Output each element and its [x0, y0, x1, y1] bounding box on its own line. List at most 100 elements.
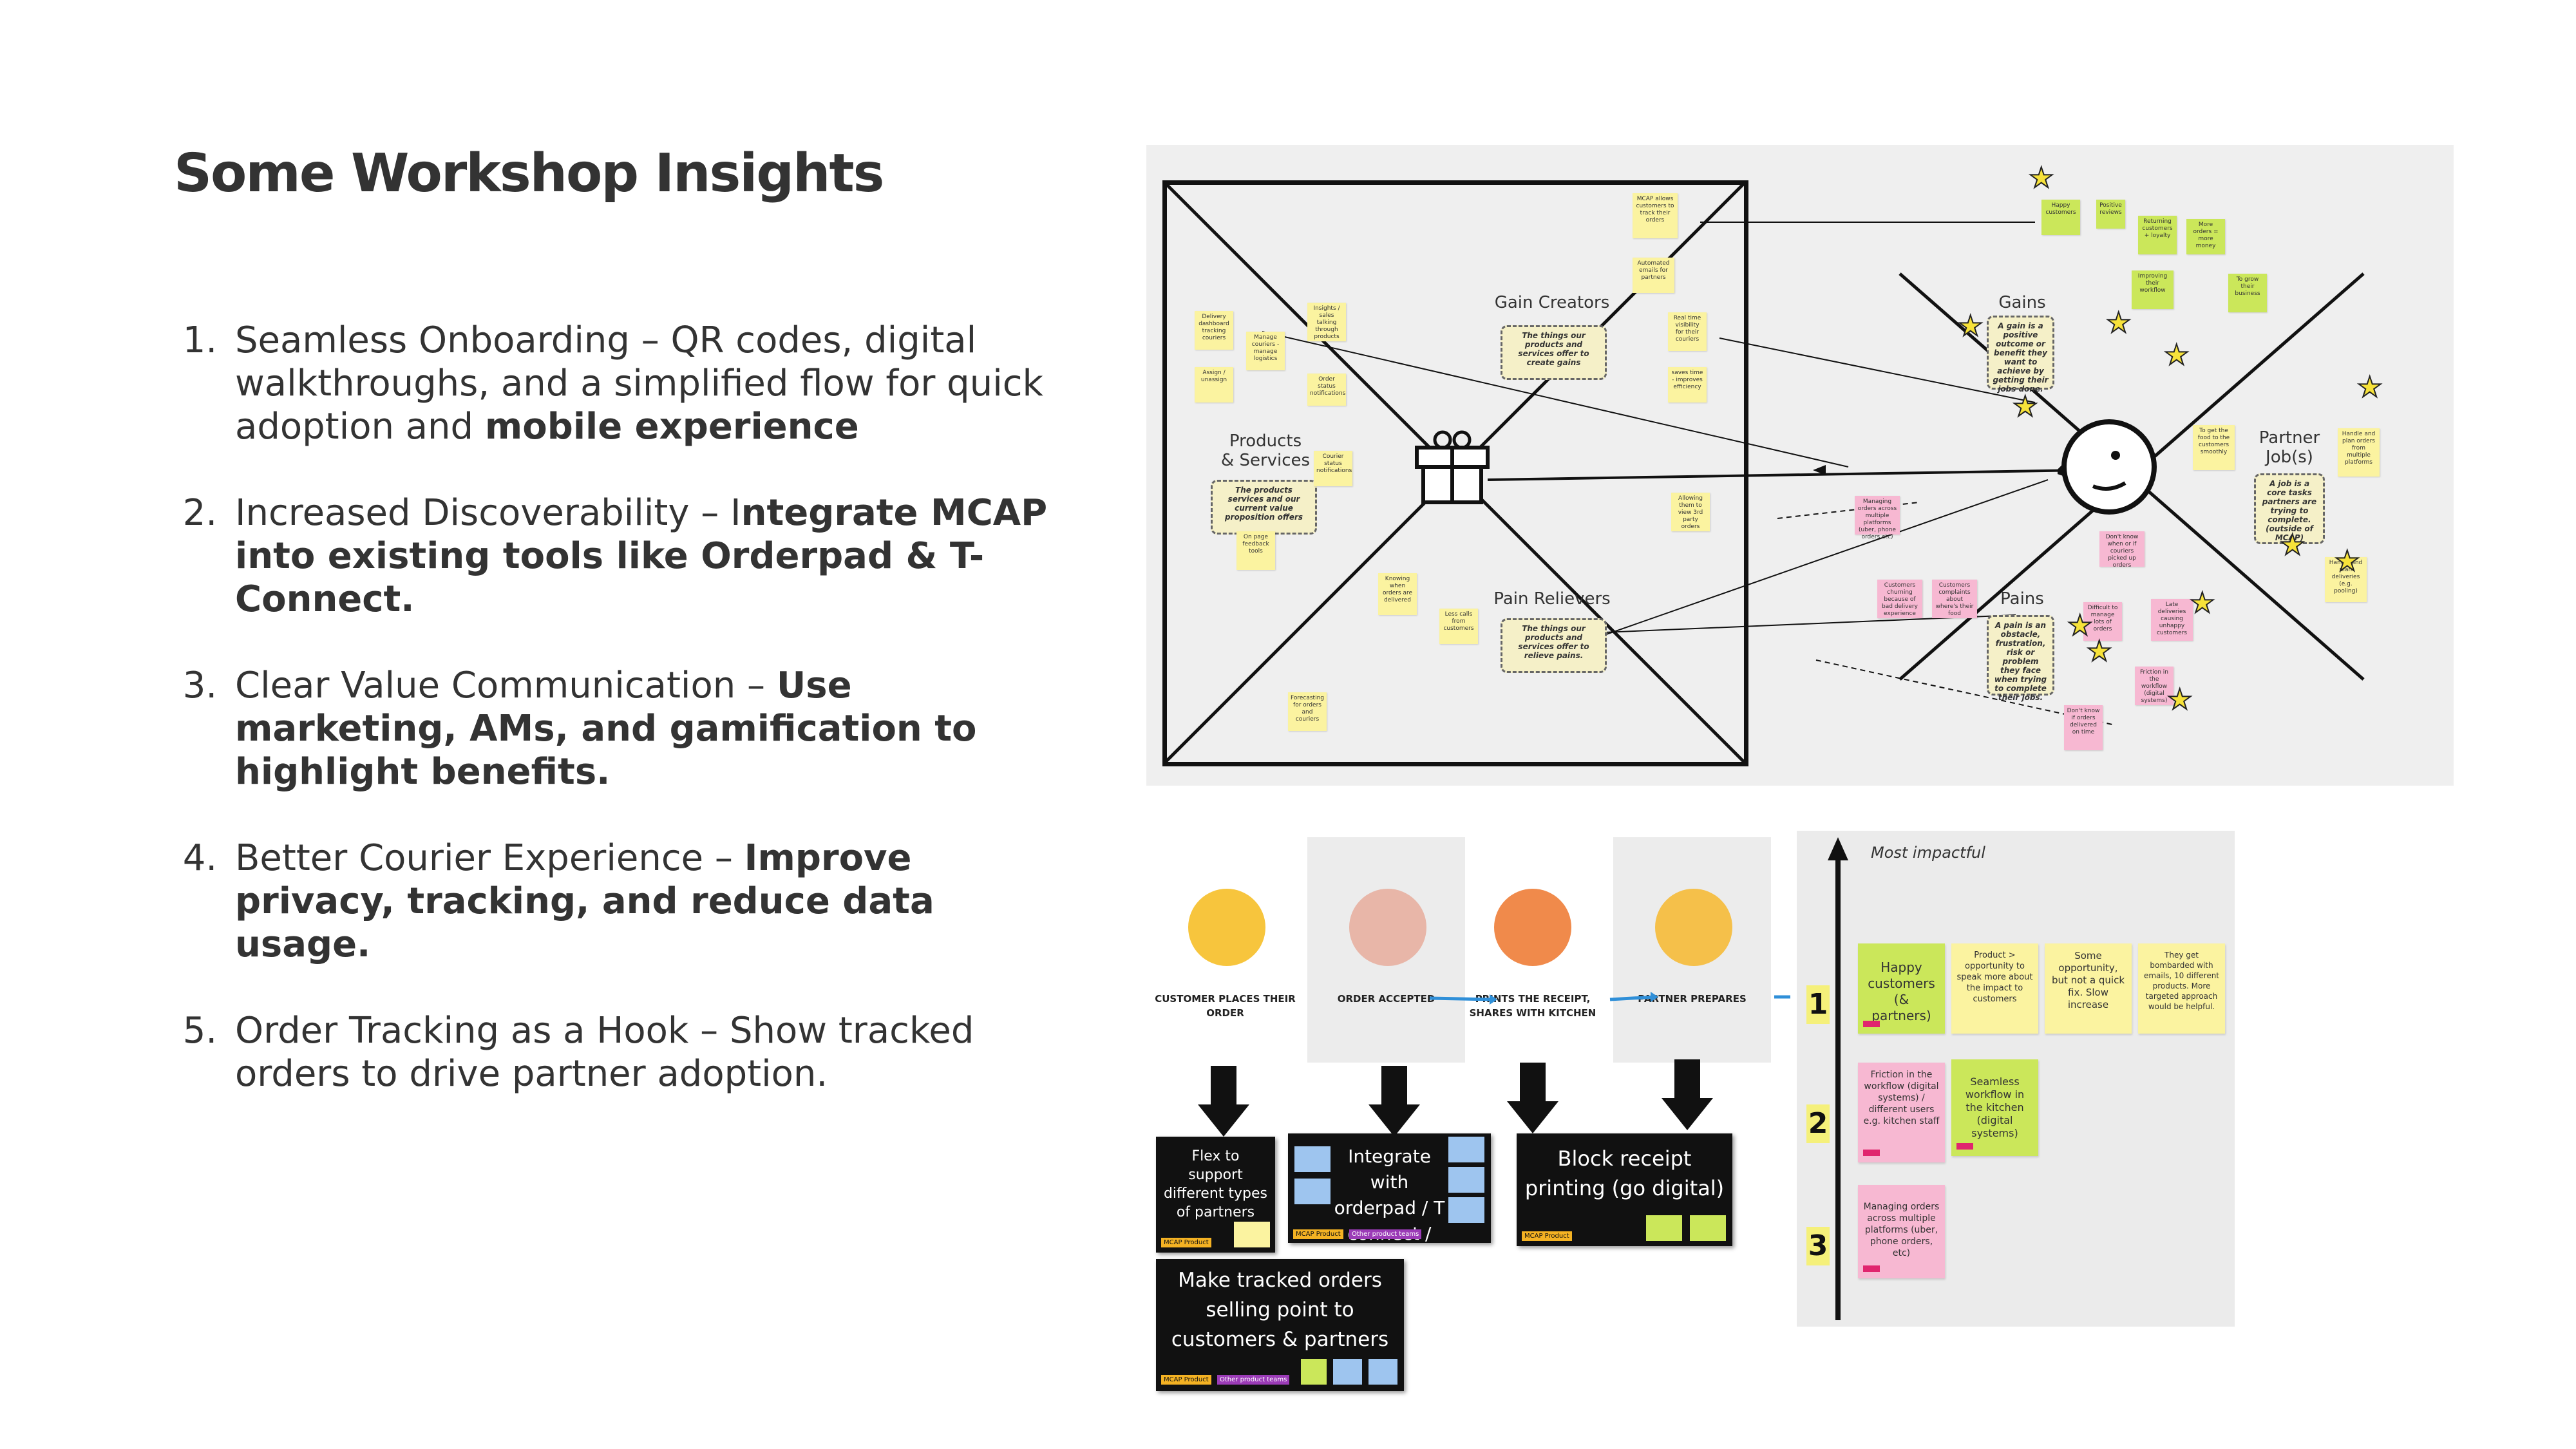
mcap-product-tag: MCAP Product — [1522, 1231, 1572, 1241]
insight-item: Order Tracking as a Hook – Show tracked … — [229, 1009, 1066, 1095]
stage-label: CUSTOMER PLACES THEIR ORDER — [1155, 993, 1296, 1019]
star-icon: ★ — [2279, 529, 2306, 562]
sticky-note: Positive reviews — [2096, 200, 2125, 229]
sticky-note: Managing orders across multiple platform… — [1855, 496, 1900, 540]
receipt-printer-icon — [1494, 889, 1571, 966]
insight-bold: mobile experience — [484, 406, 859, 448]
impact-sticky-text: Happy customers (& partners) — [1868, 960, 1935, 1023]
idea-card: Block receipt printing (go digital) MCAP… — [1517, 1133, 1732, 1246]
sticky-note: Friction in the workflow (digital system… — [2135, 667, 2174, 705]
insight-item: Clear Value Communication – Use marketin… — [229, 664, 1066, 793]
star-icon: ★ — [2334, 545, 2360, 578]
gift-icon — [1415, 430, 1490, 504]
insight-text: Increased Discoverability – I — [235, 492, 741, 534]
impact-sticky: Friction in the workflow (digital system… — [1858, 1063, 1945, 1162]
journey-stage: PARTNER PREPARES — [1613, 837, 1771, 1063]
sticky-note: Manage couriers - manage logistics — [1246, 332, 1285, 370]
chef-illustration-icon — [1655, 889, 1732, 966]
products-note: The products services and our current va… — [1211, 480, 1317, 535]
stage-label: PARTNER PREPARES — [1638, 993, 1747, 1005]
journey-board: CUSTOMER PLACES THEIR ORDER ORDER ACCEPT… — [1146, 837, 1790, 1417]
down-arrow-icon — [1662, 1059, 1713, 1130]
sticky-note: Difficult to manage lots of orders — [2083, 602, 2122, 641]
flow-arrows — [1429, 992, 1790, 1005]
mini-sticky — [1448, 1167, 1484, 1193]
impact-axis — [1835, 857, 1841, 1320]
down-arrow-icon — [1198, 1066, 1249, 1137]
sticky-note: To grow their business — [2228, 274, 2267, 312]
star-icon: ★ — [2163, 339, 2190, 372]
star-icon: ★ — [2356, 371, 2383, 404]
gains-note: A gain is a positive outcome or benefit … — [1987, 316, 2054, 393]
stage-label: ORDER ACCEPTED — [1337, 993, 1435, 1005]
mini-sticky — [1448, 1197, 1484, 1223]
sticky-note: More orders = more money — [2186, 219, 2225, 254]
person-illustration-icon — [1188, 889, 1265, 966]
most-impactful-label: Most impactful — [1871, 844, 1985, 862]
mcap-product-tag: MCAP Product — [1161, 1238, 1211, 1247]
pains-label: Pains — [2000, 589, 2044, 609]
mini-sticky — [1333, 1359, 1362, 1385]
insight-text: Better Courier Experience – — [235, 837, 744, 879]
impact-sticky: They get bombarded with emails, 10 diffe… — [2138, 943, 2225, 1034]
impact-sticky: Managing orders across multiple platform… — [1858, 1185, 1945, 1278]
insight-bold: Use marketing, AMs, and gamification to … — [235, 665, 977, 793]
mini-sticky — [1234, 1222, 1270, 1247]
star-icon: ★ — [2105, 307, 2132, 339]
sticky-note: Handle and plan orders from multiple pla… — [2338, 428, 2380, 477]
idea-card: Flex to support different types of partn… — [1156, 1137, 1275, 1253]
sticky-note: Don't know when or if couriers picked up… — [2099, 531, 2145, 569]
sticky-note: saves time - improves efficiency — [1668, 367, 1707, 402]
down-arrow-icon — [1368, 1066, 1420, 1137]
sticky-note: Late deliveries causing unhappy customer… — [2151, 599, 2193, 641]
down-arrow-icon — [1507, 1063, 1558, 1133]
star-icon: ★ — [2166, 683, 2193, 716]
impact-sticky: Some opportunity, but not a quick fix. S… — [2045, 943, 2132, 1034]
mcap-product-tag: MCAP Product — [1161, 1375, 1211, 1385]
sticky-note: Delivery dashboard tracking couriers — [1195, 311, 1233, 350]
idea-text: Integrate with orderpad / T connect / OF — [1334, 1146, 1445, 1270]
gain-creators-note: The things our products and services off… — [1501, 325, 1607, 380]
idea-card: Integrate with orderpad / T connect / OF… — [1288, 1133, 1491, 1270]
insight-text: Seamless Onboarding – QR codes, digital … — [235, 319, 1043, 448]
sticky-note: Customers complaints about where's their… — [1932, 580, 1977, 618]
value-map-square — [1162, 180, 1748, 766]
gain-creators-label: Gain Creators — [1494, 293, 1610, 312]
pain-relievers-label: Pain Relievers — [1493, 589, 1611, 609]
idea-text: Flex to support different types of partn… — [1163, 1148, 1268, 1220]
products-services-label: Products & Services — [1220, 431, 1311, 470]
sticky-note: To get the food to the customers smoothl… — [2193, 425, 2235, 470]
jobs-note: A job is a core tasks partners are tryin… — [2254, 473, 2325, 544]
rank-number: 2 — [1806, 1104, 1830, 1143]
sticky-note: Knowing when orders are delivered — [1378, 573, 1417, 615]
impact-sticky-text: Seamless workflow in the kitchen (digita… — [1965, 1075, 2025, 1139]
other-teams-tag: Other product teams — [1217, 1375, 1290, 1385]
sticky-note: Improving their workflow — [2132, 270, 2174, 309]
mini-sticky — [1690, 1215, 1726, 1241]
person-illustration-icon — [1349, 889, 1426, 966]
insight-item: Increased Discoverability – Integrate MC… — [229, 491, 1066, 621]
sticky-note: Returning customers + loyalty — [2138, 216, 2177, 254]
journey-stage: ORDER ACCEPTED — [1307, 837, 1465, 1063]
customer-face-icon — [2058, 419, 2157, 515]
mini-sticky — [1368, 1359, 1397, 1385]
impact-sticky: Seamless workflow in the kitchen (digita… — [1951, 1059, 2038, 1156]
sticky-note: Less calls from customers — [1439, 609, 1478, 644]
star-icon: ★ — [2189, 587, 2215, 620]
star-icon: ★ — [2086, 635, 2112, 668]
star-icon: ★ — [1957, 310, 1984, 343]
sticky-note: Courier status notifications — [1314, 451, 1352, 486]
rank-number: 3 — [1806, 1227, 1830, 1265]
insight-item: Better Courier Experience – Improve priv… — [229, 837, 1066, 966]
journey-stage: CUSTOMER PLACES THEIR ORDER — [1146, 837, 1304, 1063]
sticky-note: MCAP allows customers to track their ord… — [1633, 193, 1678, 238]
partner-jobs-label: Partner Job(s) — [2259, 428, 2320, 467]
mini-sticky — [1294, 1179, 1331, 1204]
impact-board: Most impactful 1 2 3 Happy customers (& … — [1797, 831, 2235, 1327]
insight-item: Seamless Onboarding – QR codes, digital … — [229, 319, 1066, 448]
sticky-note: Happy customers — [2041, 200, 2080, 235]
mini-sticky — [1301, 1359, 1327, 1385]
insight-bold: Improve privacy, tracking, and reduce da… — [235, 837, 934, 965]
sticky-note: Handle and plan deliveries (e.g. pooling… — [2325, 557, 2367, 602]
sticky-note: Automated emails for partners — [1633, 258, 1674, 293]
